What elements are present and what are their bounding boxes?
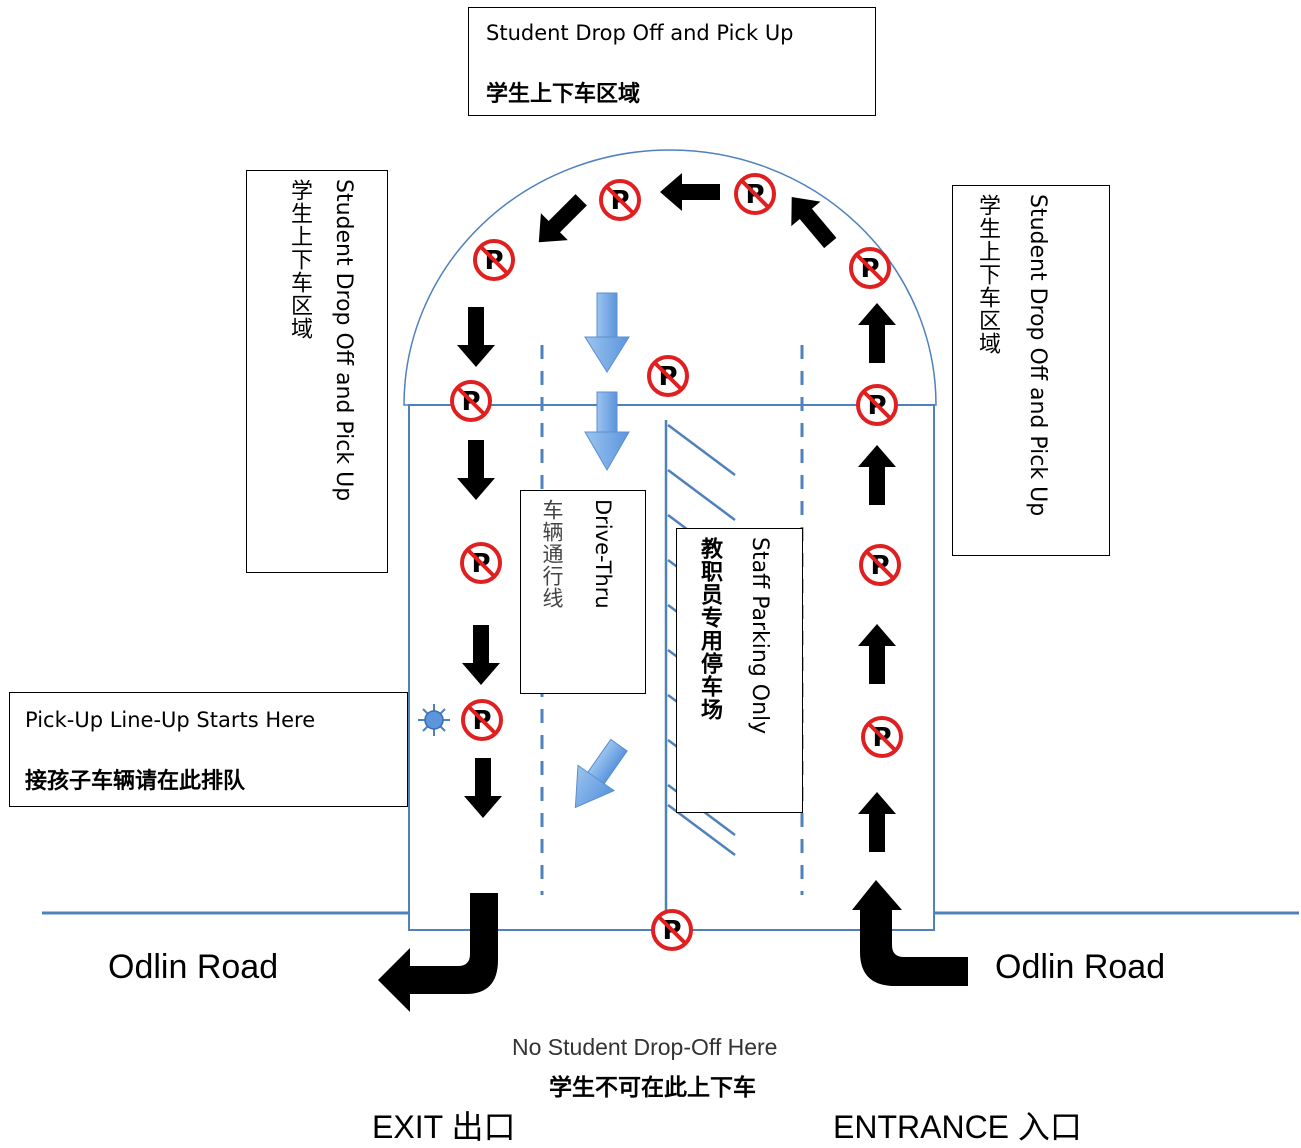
drive-thru-arrow-1 (584, 292, 630, 373)
no-parking-icon (647, 355, 689, 397)
drive-thru-box: Drive-Thru 车辆通行线 (520, 490, 646, 694)
staff-parking-en: Staff Parking Only (747, 537, 772, 735)
pickup-line-en: Pick-Up Line-Up Starts Here (25, 708, 316, 732)
left-label-zh: 学生上下车区域 (287, 179, 312, 340)
no-dropoff-zh: 学生不可在此上下车 (549, 1075, 756, 1101)
drive-thru-arrow-3 (574, 738, 628, 809)
no-parking-icon (859, 544, 901, 586)
staff-parking-zh: 教职员专用停车场 (697, 537, 722, 721)
pickup-line-box: Pick-Up Line-Up Starts Here 接孩子车辆请在此排队 (9, 692, 408, 807)
no-parking-icon (861, 716, 903, 758)
no-parking-icon (599, 179, 641, 221)
drive-thru-en: Drive-Thru (591, 499, 615, 609)
entrance-label: ENTRANCE 入口 (833, 1109, 1082, 1145)
no-parking-icon (856, 384, 898, 426)
no-parking-icon (734, 173, 776, 215)
pickup-start-marker (418, 704, 450, 736)
no-parking-icon (473, 239, 515, 281)
road-name-left: Odlin Road (108, 948, 279, 986)
drive-thru-zh: 车辆通行线 (540, 499, 564, 609)
no-parking-icon (450, 380, 492, 422)
top-label-en: Student Drop Off and Pick Up (486, 21, 794, 45)
staff-parking-box: Staff Parking Only 教职员专用停车场 (676, 528, 803, 813)
road-name-right: Odlin Road (995, 948, 1166, 986)
lot-rectangle (408, 404, 935, 931)
no-dropoff-en: No Student Drop-Off Here (512, 1034, 778, 1060)
exit-label: EXIT 出口 (372, 1109, 516, 1145)
no-parking-icon (849, 247, 891, 289)
no-parking-icon (460, 542, 502, 584)
left-label-en: Student Drop Off and Pick Up (331, 179, 356, 502)
entrance-arrow (852, 880, 968, 986)
no-parking-icon (461, 699, 503, 741)
right-label-en: Student Drop Off and Pick Up (1025, 194, 1050, 517)
exit-arrow (378, 893, 498, 1012)
left-label-box: Student Drop Off and Pick Up 学生上下车区域 (246, 170, 388, 573)
no-parking-icon (651, 909, 693, 951)
right-label-zh: 学生上下车区域 (975, 194, 1000, 355)
drive-thru-arrow-2 (584, 391, 630, 471)
right-label-box: Student Drop Off and Pick Up 学生上下车区域 (952, 185, 1110, 556)
top-label-zh: 学生上下车区域 (486, 82, 641, 107)
top-label-box: Student Drop Off and Pick Up 学生上下车区域 (468, 7, 876, 116)
pickup-line-zh: 接孩子车辆请在此排队 (25, 769, 246, 794)
